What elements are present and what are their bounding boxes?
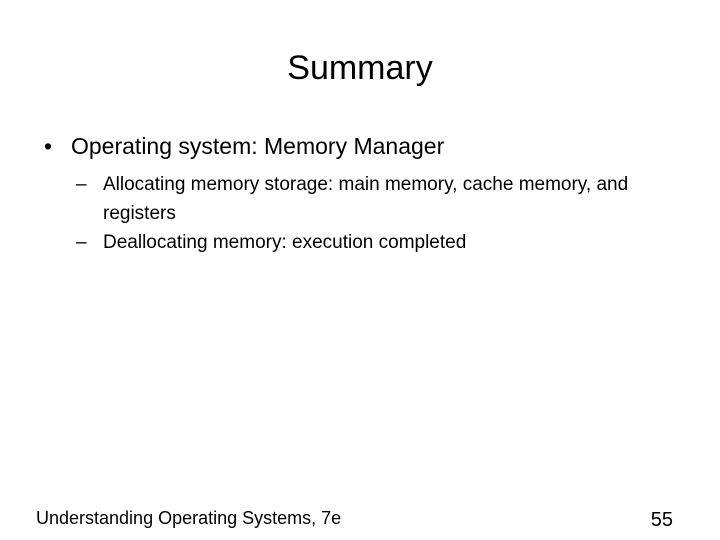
bullet-marker: • bbox=[44, 133, 53, 159]
sub-bullet-text: Deallocating memory: execution completed bbox=[103, 232, 467, 253]
slide-number: 55 bbox=[650, 509, 673, 531]
sub-bullet-item: – Allocating memory storage: main memory… bbox=[76, 170, 684, 228]
sub-bullet-list: – Allocating memory storage: main memory… bbox=[76, 170, 684, 257]
bullet-item: • Operating system: Memory Manager bbox=[44, 130, 684, 162]
slide-title: Summary bbox=[287, 49, 433, 87]
bullet-text: Operating system: Memory Manager bbox=[71, 133, 445, 159]
sub-bullet-marker: – bbox=[76, 232, 87, 253]
sub-bullet-text: Allocating memory storage: main memory, … bbox=[103, 174, 629, 224]
sub-bullet-marker: – bbox=[76, 174, 87, 195]
slide-content: • Operating system: Memory Manager – All… bbox=[44, 130, 684, 257]
footer-book-title: Understanding Operating Systems, 7e bbox=[36, 508, 342, 528]
sub-bullet-item: – Deallocating memory: execution complet… bbox=[76, 228, 684, 257]
